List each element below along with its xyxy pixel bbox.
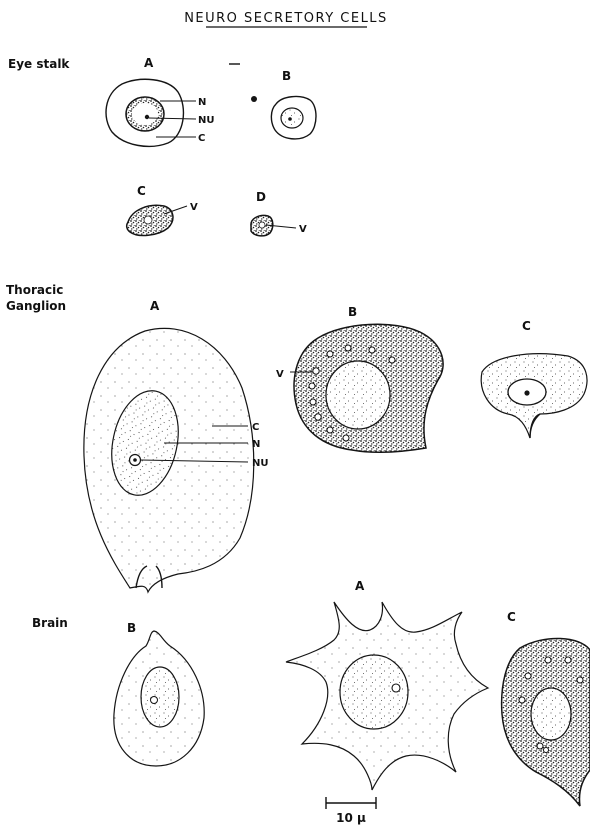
thoracic-cell-b: B: [294, 305, 443, 452]
eye-stalk-cell-d-letter: D: [256, 190, 266, 204]
eye-stalk-small-dot: [251, 96, 257, 102]
brain-cell-b-nucleus: [141, 667, 179, 727]
eye-stalk-cell-d: D: [251, 190, 273, 236]
brain-section: Brain B A C: [32, 579, 590, 806]
title-text: NEURO SECRETORY CELLS: [184, 11, 388, 26]
eye-stalk-label: Eye stalk: [8, 57, 70, 71]
eye-stalk-cell-b-nucleolus: [288, 117, 292, 121]
figure-title: NEURO SECRETORY CELLS: [184, 11, 388, 27]
thoracic-vacuole-callout: V: [276, 369, 284, 380]
eye-stalk-nucleus-callout: N: [198, 97, 206, 108]
thoracic-nucleolus-callout: NU: [252, 458, 269, 469]
thoracic-cytoplasm-callout: C: [252, 422, 259, 433]
brain-cell-b-nucleolus: [151, 697, 158, 704]
eye-stalk-cell-c: C: [127, 184, 173, 235]
eye-stalk-cell-b-letter: B: [282, 69, 291, 83]
eye-stalk-cell-d-nucleus: [259, 222, 265, 228]
brain-cell-c-nucleus: [531, 688, 571, 740]
eye-stalk-vacuole-c-callout: V: [190, 202, 198, 213]
thoracic-cell-a-letter: A: [150, 299, 160, 313]
thoracic-label-line2: Ganglion: [6, 299, 66, 313]
brain-cell-a-nucleolus: [392, 684, 400, 692]
thoracic-cell-c-letter: C: [522, 319, 531, 333]
thoracic-cell-a-nucleolus-core: [133, 458, 137, 462]
eye-stalk-cell-b-nucleus: [281, 108, 303, 128]
thoracic-nucleus-callout: N: [252, 439, 260, 450]
eye-stalk-section: Eye stalk A N NU C B C: [8, 56, 316, 236]
thoracic-cell-c-nucleolus: [524, 390, 529, 395]
brain-cell-a-letter: A: [355, 579, 365, 593]
brain-cell-b: B: [114, 621, 204, 766]
thoracic-cell-b-letter: B: [348, 305, 357, 319]
scale-bar-label: 10 µ: [336, 811, 366, 825]
eye-stalk-cell-a-nucleolus: [145, 115, 149, 119]
eye-stalk-cell-a-nucleus-core: [132, 103, 158, 125]
eye-stalk-cell-a-letter: A: [144, 56, 154, 70]
thoracic-cell-b-nucleus: [326, 361, 390, 429]
eye-stalk-nucleolus-callout: NU: [198, 115, 215, 126]
brain-label: Brain: [32, 616, 68, 630]
brain-cell-c: C: [502, 610, 590, 806]
eye-stalk-cytoplasm-callout: C: [198, 133, 205, 144]
brain-cell-a: A: [286, 579, 488, 790]
thoracic-cell-a: A: [84, 299, 254, 592]
eye-stalk-cell-c-letter: C: [137, 184, 146, 198]
brain-cell-b-letter: B: [127, 621, 136, 635]
eye-stalk-cell-b: B: [271, 69, 316, 139]
thoracic-ganglion-section: Thoracic Ganglion A C N NU B: [6, 283, 587, 592]
brain-cell-c-letter: C: [507, 610, 516, 624]
eye-stalk-cell-c-nucleus: [144, 216, 152, 224]
thoracic-cell-c: C: [481, 319, 587, 438]
thoracic-label-line1: Thoracic: [6, 283, 63, 297]
eye-stalk-vacuole-d-callout: V: [299, 224, 307, 235]
scale-bar: 10 µ: [326, 797, 376, 825]
